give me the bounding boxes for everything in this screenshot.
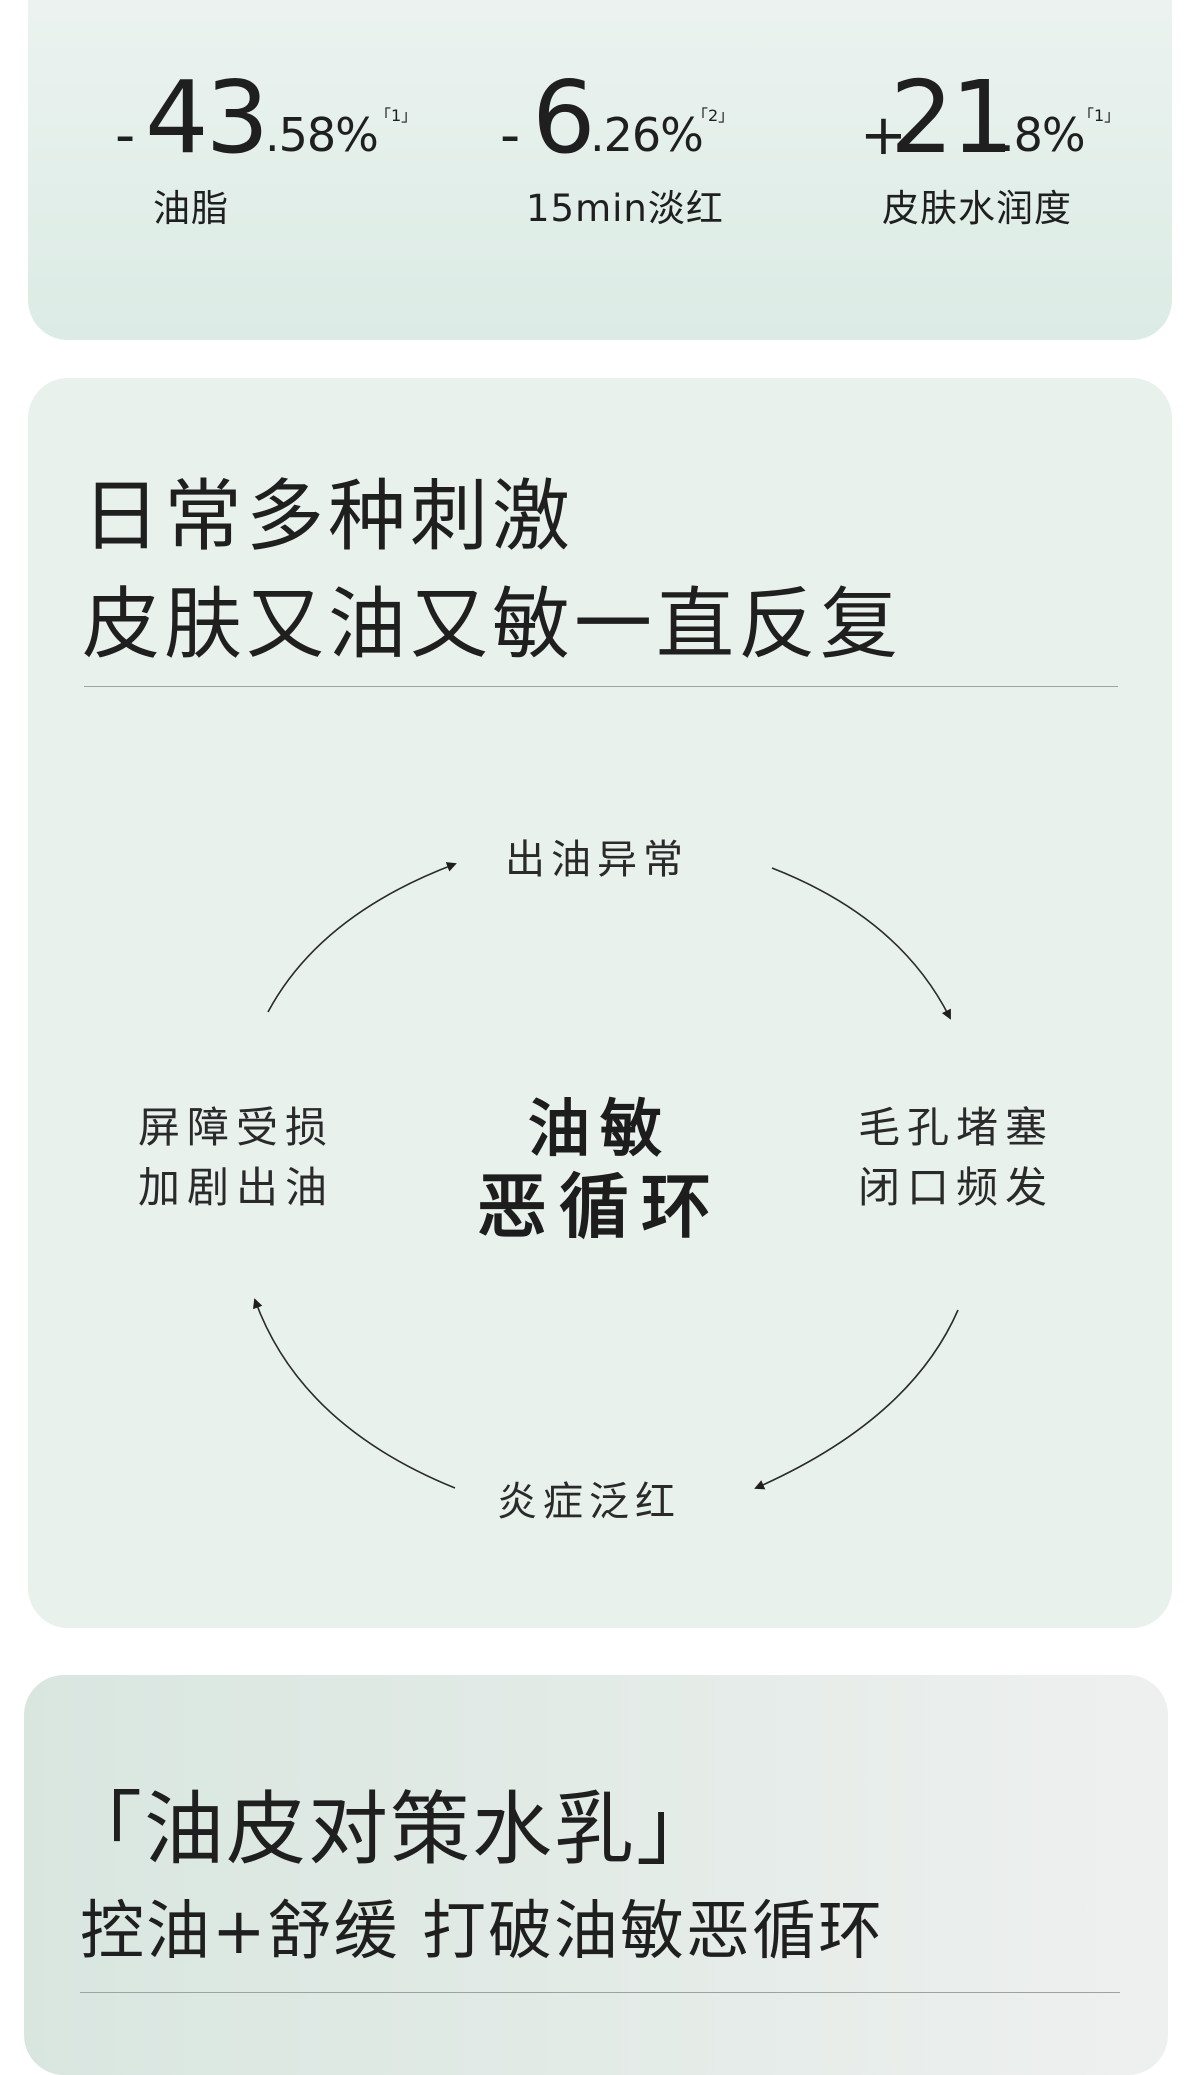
stat-label: 皮肤水润度 <box>882 187 1072 230</box>
product-divider <box>80 1992 1120 1993</box>
stat-small-number: .58% <box>265 108 379 162</box>
cycle-center-line1: 油敏 <box>527 1092 672 1165</box>
cycle-arrows <box>253 862 959 1490</box>
stats-card <box>28 0 1172 340</box>
stat-small-number: .26% <box>590 108 704 162</box>
section-divider <box>84 686 1118 687</box>
section-title-line1: 日常多种刺激 <box>82 472 575 562</box>
arrow-left-to-top <box>267 862 457 1013</box>
product-subtitle: 控油+舒缓 打破油敏恶循环 <box>80 1895 884 1969</box>
stat-label: 油脂 <box>153 187 229 230</box>
stat-footnote: 「1」 <box>375 106 418 125</box>
stat-big-number: 43 <box>145 59 269 176</box>
stat-big-number: 21 <box>890 59 1014 176</box>
cycle-node-left-line2: 加剧出油 <box>138 1163 335 1212</box>
cycle-center-line2: 恶循环 <box>477 1166 723 1248</box>
stat-big-number: 6 <box>532 59 596 176</box>
cycle-node-right-line1: 毛孔堵塞 <box>858 1103 1055 1152</box>
stat-sign: + <box>860 103 907 168</box>
stat-redness: - 6 .26% 「2」 15min淡红 <box>500 59 800 231</box>
cycle-card <box>28 378 1172 1628</box>
product-title: 「油皮对策水乳」 <box>62 1783 718 1876</box>
arrow-bottom-to-left <box>253 1298 456 1489</box>
arrow-right-to-bottom <box>754 1309 959 1490</box>
cycle-node-left: 屏障受损 加剧出油 <box>138 1098 334 1218</box>
cycle-node-top: 出油异常 <box>505 837 689 883</box>
stat-label: 15min淡红 <box>526 187 724 230</box>
cycle-node-left-line1: 屏障受损 <box>138 1103 335 1152</box>
stat-sign: - <box>115 103 136 168</box>
stat-small-number: .8% <box>1000 108 1086 162</box>
stat-oil: - 43 .58% 「1」 油脂 <box>115 59 418 231</box>
arrow-top-to-right <box>771 867 951 1020</box>
stat-footnote: 「1」 <box>1078 106 1121 125</box>
cycle-node-bottom: 炎症泛红 <box>497 1479 681 1525</box>
cycle-node-right: 毛孔堵塞 闭口频发 <box>858 1098 1054 1218</box>
stat-footnote: 「2」 <box>692 106 735 125</box>
section-title-line2: 皮肤又油又敏一直反复 <box>82 580 903 670</box>
cycle-node-right-line2: 闭口频发 <box>858 1163 1055 1212</box>
stat-sign: - <box>500 103 521 168</box>
stat-hydration: + 21 .8% 「1」 皮肤水润度 <box>860 59 1160 231</box>
